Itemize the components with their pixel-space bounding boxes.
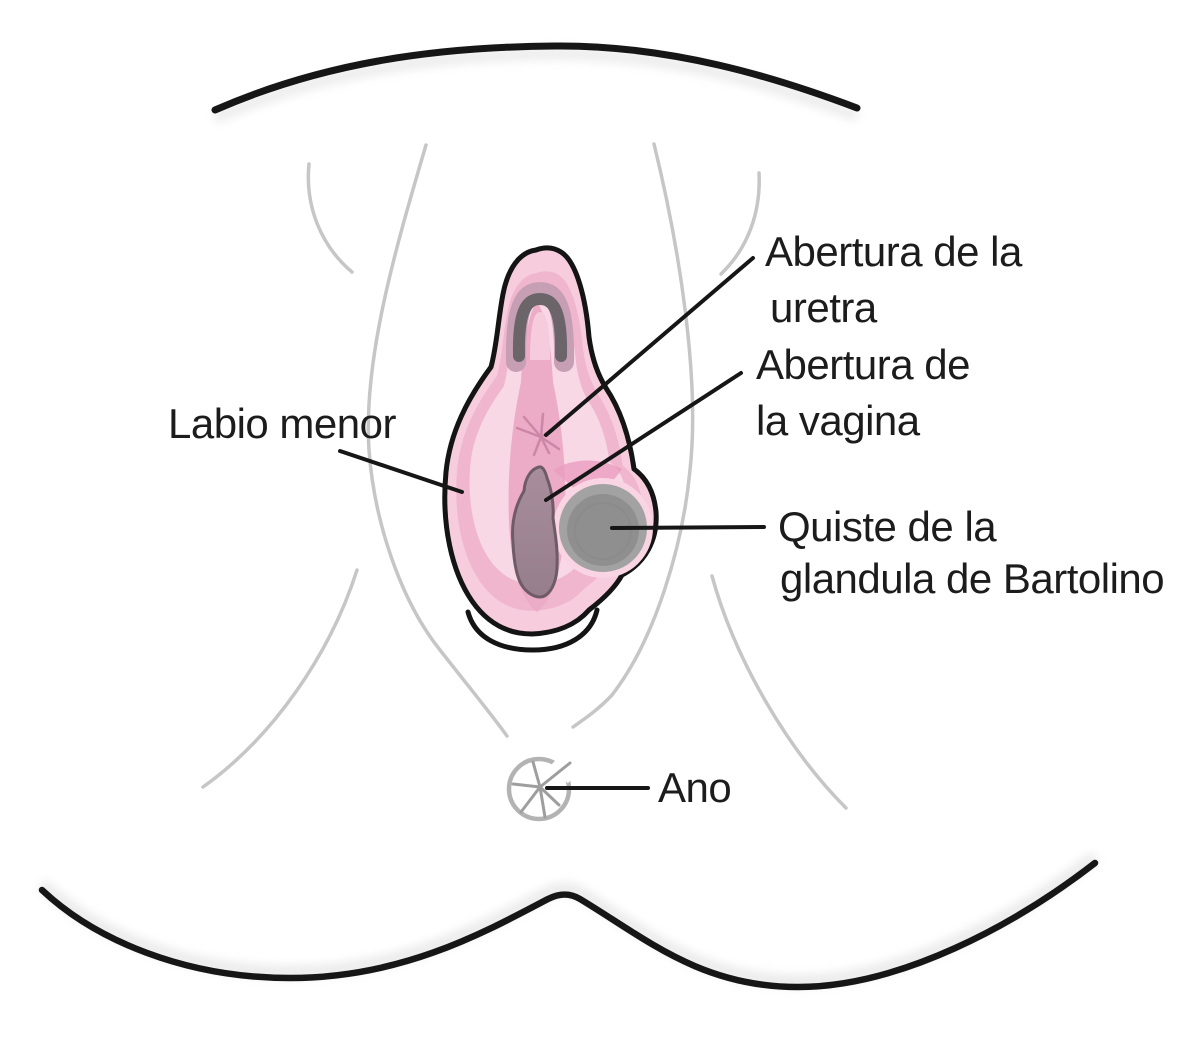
label-urethra-line1: Abertura de la	[765, 228, 1023, 275]
bartholin-cyst-ring	[574, 502, 632, 560]
buttocks-shading	[38, 852, 1099, 987]
buttocks-outline-curve	[38, 859, 1099, 991]
anus-star	[511, 760, 572, 819]
thigh-line-bottom-right	[710, 574, 848, 810]
label-labium: Labio menor	[168, 400, 396, 447]
label-anus: Ano	[658, 764, 731, 811]
vulva-illustration	[442, 245, 659, 653]
label-urethra-line2: uretra	[770, 284, 878, 331]
label-cyst-line2: glandula de Bartolino	[780, 555, 1164, 602]
perineum-smile-curve	[465, 607, 600, 653]
leader-lines	[338, 256, 766, 790]
clitoral-hood	[512, 292, 568, 362]
label-cyst-line1: Quiste de la	[778, 503, 997, 550]
leader-line-vagina	[544, 371, 743, 502]
thigh-crease-short-right	[719, 171, 761, 276]
bartholin-cyst-inner	[567, 494, 639, 566]
anus-ring-gap	[549, 759, 575, 784]
leader-line-urethra	[544, 256, 755, 437]
mons-shading	[212, 48, 859, 123]
groin-line-left	[366, 143, 509, 738]
skin-crease-lines	[201, 142, 848, 810]
label-vagina-line2: la vagina	[756, 397, 921, 444]
pink-shadow-wedge	[553, 460, 622, 496]
leader-line-cyst	[610, 525, 766, 530]
label-vagina-line1: Abertura de	[756, 341, 970, 388]
clitoral-hood-inner	[530, 312, 550, 360]
thigh-crease-short-left	[306, 162, 354, 274]
anus	[506, 756, 575, 822]
mons-outline-curve	[211, 42, 861, 114]
thigh-line-bottom-left	[201, 568, 359, 789]
groin-line-right	[571, 142, 695, 729]
leader-line-labium	[338, 449, 464, 494]
